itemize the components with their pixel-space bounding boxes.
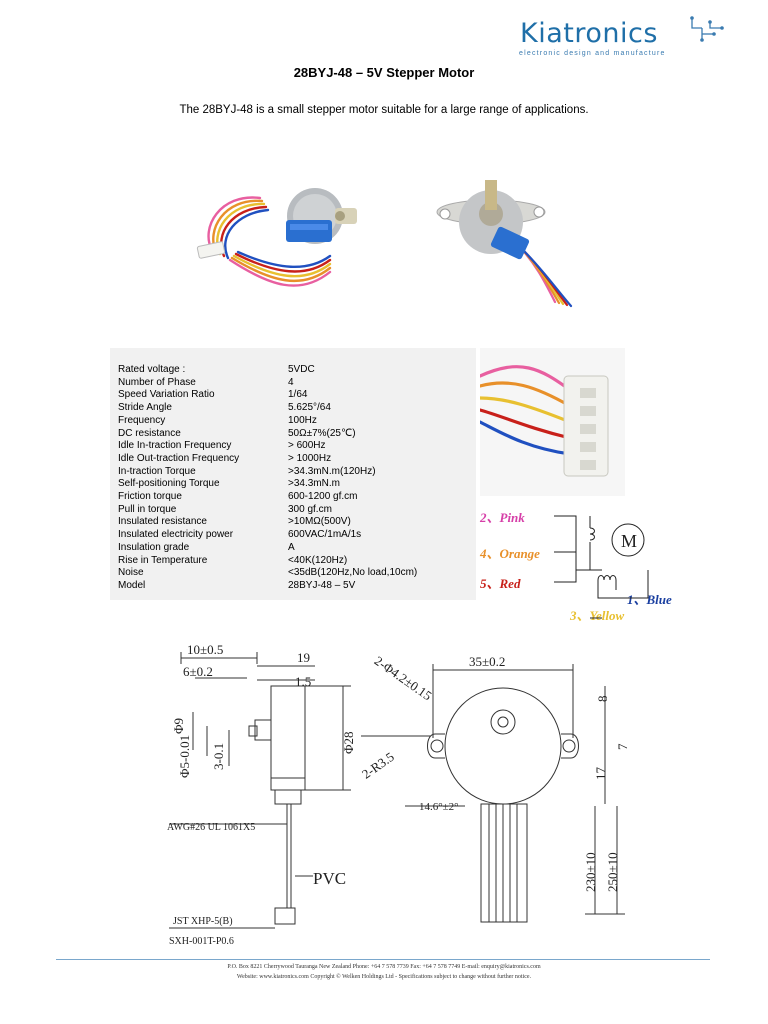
logo-wordmark: Kiatronics: [520, 18, 658, 49]
dim-3: 3-0.1: [211, 743, 226, 770]
dimension-drawing: 10±0.5 6±0.2 19 1.5 Φ9 Φ5-0.01 3-0.1 Φ28…: [167, 642, 630, 947]
spec-label: Insulation grade: [118, 541, 190, 553]
spec-label: Number of Phase: [118, 376, 196, 388]
spec-label: Insulated resistance: [118, 516, 207, 528]
spec-label: Friction torque: [118, 491, 182, 502]
spec-value: A: [288, 541, 295, 553]
footer-contact: P.O. Box 8221 Cherrywood Tauranga New Ze…: [227, 964, 541, 970]
spec-value: <40K(120Hz): [288, 554, 348, 566]
spec-row: Noise <35dB(120Hz,No load,10cm): [118, 567, 468, 580]
spec-value: > 1000Hz: [288, 452, 332, 464]
spec-label: Speed Variation Ratio: [118, 389, 215, 401]
dim-230: 230±10: [583, 852, 598, 892]
logo-tagline: electronic design and manufacture: [519, 50, 666, 57]
footer-copyright: Website: www.kiatronics.com Copyright © …: [236, 974, 532, 980]
spec-row: Number of Phase 4: [118, 377, 468, 390]
spec-label: Insulated electricity power: [118, 529, 234, 541]
spec-value: 1/64: [288, 389, 308, 401]
spec-label: Rated voltage :: [118, 364, 186, 375]
spec-row: Idle Out-traction Frequency > 1000Hz: [118, 453, 468, 466]
dim-angle: 14.6°±2°: [419, 801, 459, 813]
spec-row: Pull in torque 300 gf.cm: [118, 504, 468, 517]
dim-1-5: 1.5: [295, 674, 311, 689]
spec-value: 600VAC/1mA/1s: [288, 529, 362, 541]
spec-value: 100Hz: [288, 414, 317, 426]
motor-photo-front: [436, 180, 573, 308]
spec-value: 28BYJ-48 – 5V: [288, 579, 356, 591]
spec-label: Pull in torque: [118, 503, 177, 515]
circuit-icon: [690, 16, 724, 42]
spec-row: Self-positioning Torque >34.3mN.m: [118, 478, 468, 491]
dim-r35: 2-R3.5: [359, 749, 397, 782]
motor-symbol: M: [621, 531, 637, 551]
spec-row: Frequency 100Hz: [118, 415, 468, 428]
dim-phi28: Φ28: [341, 731, 356, 754]
spec-value: 5.625°/64: [288, 402, 331, 414]
spec-row: Friction torque 600-1200 gf.cm: [118, 491, 468, 504]
spec-row: Stride Angle 5.625°/64: [118, 402, 468, 415]
spec-row: Insulated electricity power 600VAC/1mA/1s: [118, 529, 468, 542]
dim-17: 17: [593, 767, 608, 781]
connector-label-1: JST XHP-5(B): [173, 916, 233, 927]
dim-phi9: Φ9: [171, 718, 186, 734]
spec-value: > 600Hz: [288, 440, 326, 452]
spec-label: Self-positioning Torque: [118, 478, 220, 490]
company-logo: Kiatronics electronic design and manufac…: [516, 10, 726, 60]
pink-wire-label: 2、Pink: [479, 510, 525, 525]
spec-value: 5VDC: [288, 364, 315, 375]
connector-photo: [480, 348, 625, 496]
cable-spec-label: AWG#26 UL 1061X5: [167, 822, 255, 833]
spec-row: DC resistance 50Ω±7%(25℃): [118, 428, 468, 441]
dim-holes: 2-Φ4.2±0.15: [372, 653, 435, 703]
spec-row: Idle In-traction Frequency > 600Hz: [118, 440, 468, 453]
spec-value: 4: [288, 376, 294, 388]
spec-label: DC resistance: [118, 427, 181, 439]
spec-label: Stride Angle: [118, 402, 172, 414]
blue-wire-label: 1、Blue: [627, 592, 672, 607]
dim-10: 10±0.5: [187, 642, 223, 657]
dim-7: 7: [615, 743, 630, 750]
spec-value: >10MΩ(500V): [288, 516, 351, 528]
spec-label: Noise: [118, 567, 144, 579]
footer-divider: [56, 959, 710, 960]
spec-value: >34.3mN.m(120Hz): [288, 465, 376, 477]
motor-photo-with-cable: [196, 188, 357, 287]
spec-label: Frequency: [118, 414, 166, 426]
spec-value: >34.3mN.m: [288, 478, 340, 490]
spec-label: Rise in Temperature: [118, 554, 208, 566]
spec-row: Insulated resistance >10MΩ(500V): [118, 516, 468, 529]
spec-value: 50Ω±7%(25℃): [288, 427, 356, 439]
spec-label: Idle Out-traction Frequency: [118, 452, 240, 464]
dim-phi5: Φ5-0.01: [177, 735, 192, 778]
document-title: 28BYJ-48 – 5V Stepper Motor: [293, 65, 475, 80]
intro-text: The 28BYJ-48 is a small stepper motor su…: [179, 104, 589, 116]
red-wire-label: 5、Red: [480, 576, 521, 591]
spec-label: Model: [118, 579, 146, 591]
dim-6: 6±0.2: [183, 664, 213, 679]
spec-row: Speed Variation Ratio 1/64: [118, 389, 468, 402]
pvc-label: PVC: [313, 869, 346, 888]
spec-value: 300 gf.cm: [288, 503, 332, 515]
dim-250: 250±10: [605, 852, 620, 892]
spec-label: Idle In-traction Frequency: [118, 440, 232, 452]
dim-35: 35±0.2: [469, 654, 505, 669]
spec-row: In-traction Torque >34.3mN.m(120Hz): [118, 466, 468, 479]
spec-row: Insulation grade A: [118, 542, 468, 555]
wiring-diagram: 2、Pink 4、Orange 5、Red 1、Blue 3、Yellow M: [479, 510, 672, 623]
spec-value: <35dB(120Hz,No load,10cm): [288, 567, 418, 579]
orange-wire-label: 4、Orange: [479, 546, 540, 561]
spec-row: Rise in Temperature <40K(120Hz): [118, 555, 468, 568]
dim-8: 8: [595, 696, 610, 703]
spec-value: 600-1200 gf.cm: [288, 491, 358, 502]
spec-row: Rated voltage : 5VDC: [118, 364, 468, 377]
connector-label-2: SXH-001T-P0.6: [169, 936, 234, 947]
dim-19: 19: [297, 650, 310, 665]
spec-label: In-traction Torque: [118, 465, 196, 477]
spec-row: Model 28BYJ-48 – 5V: [118, 580, 468, 593]
yellow-wire-label: 3、Yellow: [569, 608, 624, 623]
